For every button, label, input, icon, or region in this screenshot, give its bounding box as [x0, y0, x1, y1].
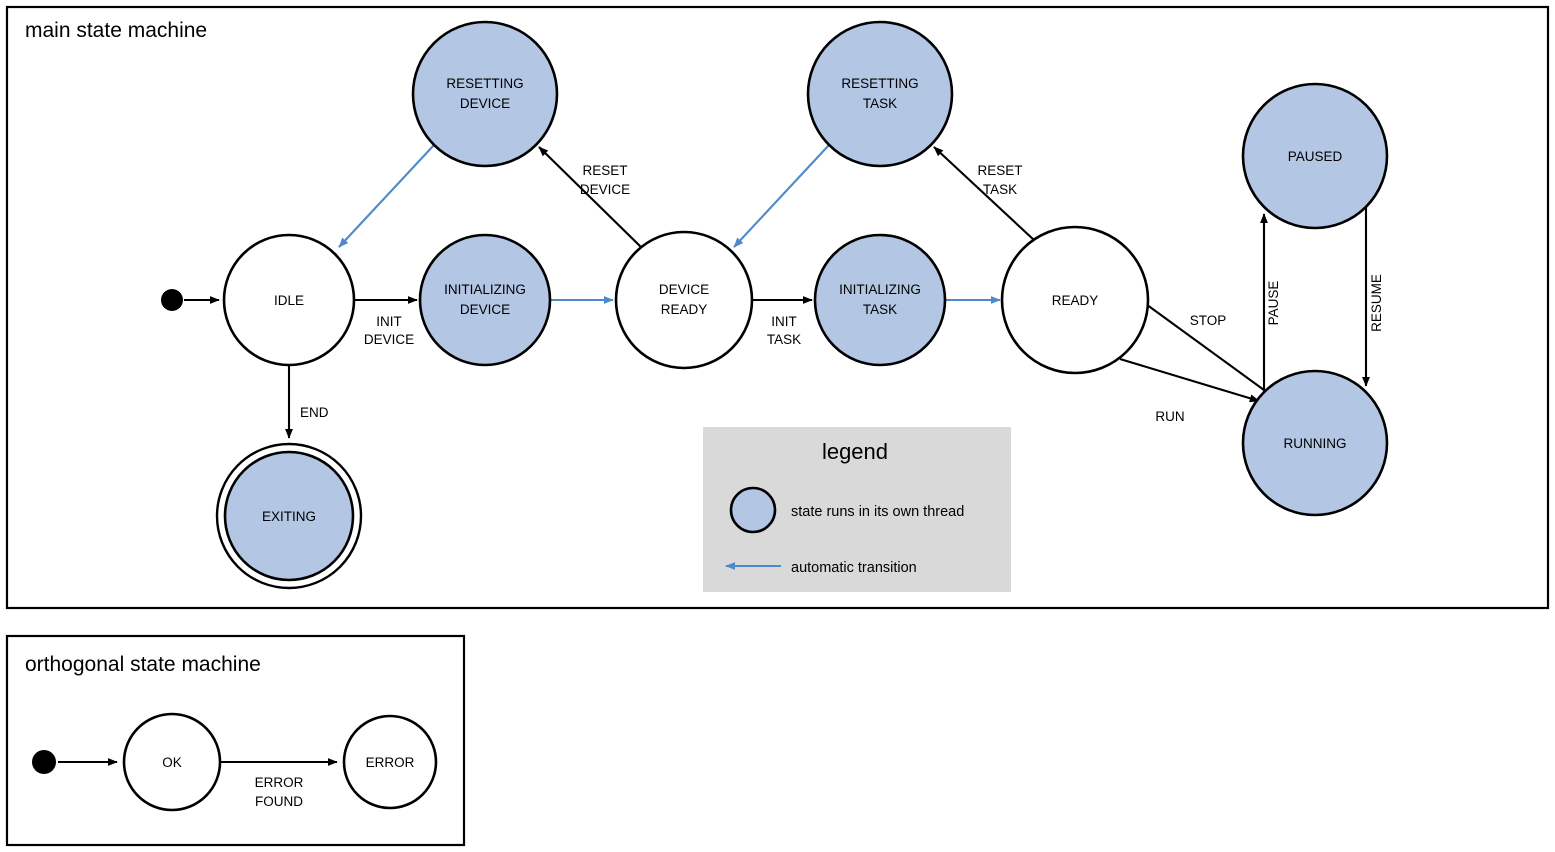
legend-thread-label: state runs in its own thread [791, 504, 964, 520]
state-running-label: RUNNING [1284, 436, 1347, 451]
edge-run [1119, 357, 1260, 403]
state-running[interactable]: RUNNING [1241, 369, 1389, 517]
state-initializing-device[interactable]: INITIALIZING DEVICE [418, 233, 552, 367]
state-idle-label: IDLE [274, 293, 304, 308]
state-initializing-device-label-line2: DEVICE [460, 302, 510, 317]
edge-label-run: RUN [1155, 409, 1184, 424]
main-initial-pseudostate [161, 289, 183, 311]
edge-label-reset-device-line1: RESET [582, 163, 627, 178]
state-resetting-device[interactable]: RESETTING DEVICE [411, 20, 559, 168]
state-paused[interactable]: PAUSED [1241, 82, 1389, 230]
state-ok[interactable]: OK [122, 712, 222, 812]
orthogonal-initial-pseudostate [32, 750, 56, 774]
edge-label-reset-task-line2: TASK [983, 182, 1017, 197]
edge-label-init-task-line1: INIT [771, 314, 797, 329]
legend: legend state runs in its own thread auto… [703, 427, 1011, 592]
edge-label-error-found-line1: ERROR [255, 775, 304, 790]
orthogonal-frame-title: orthogonal state machine [25, 653, 261, 676]
main-frame-title: main state machine [25, 19, 207, 42]
state-resetting-task-label-line2: TASK [863, 96, 897, 111]
edge-label-init-device-line2: DEVICE [364, 332, 414, 347]
state-initializing-device-label-line1: INITIALIZING [444, 282, 526, 297]
legend-title: legend [822, 439, 888, 464]
state-error-label: ERROR [366, 755, 415, 770]
state-device-ready-label-line1: DEVICE [659, 282, 709, 297]
state-resetting-device-label-line1: RESETTING [446, 76, 523, 91]
state-resetting-task-label-line1: RESETTING [841, 76, 918, 91]
state-paused-label: PAUSED [1288, 149, 1343, 164]
edge-label-reset-device-line2: DEVICE [580, 182, 630, 197]
state-idle[interactable]: IDLE [222, 233, 356, 367]
state-ready[interactable]: READY [1000, 225, 1150, 375]
state-initializing-task-label-line2: TASK [863, 302, 897, 317]
legend-auto-label: automatic transition [791, 560, 917, 576]
edge-label-pause: PAUSE [1266, 281, 1281, 326]
edge-label-init-task-line2: TASK [767, 332, 801, 347]
state-ok-label: OK [162, 755, 182, 770]
state-exiting-label: EXITING [262, 509, 316, 524]
state-device-ready[interactable]: DEVICE READY [614, 230, 754, 370]
edge-label-stop: STOP [1190, 313, 1227, 328]
edge-label-end: END [300, 405, 329, 420]
state-resetting-device-label-line2: DEVICE [460, 96, 510, 111]
state-exiting[interactable]: EXITING [215, 442, 363, 590]
edge-label-init-device-line1: INIT [376, 314, 402, 329]
state-device-ready-label-line2: READY [661, 302, 708, 317]
edge-auto-reset-task [733, 144, 830, 248]
edge-label-error-found-line2: FOUND [255, 794, 303, 809]
state-resetting-task[interactable]: RESETTING TASK [806, 20, 954, 168]
edge-label-reset-task-line1: RESET [977, 163, 1022, 178]
legend-thread-swatch-icon [729, 486, 777, 534]
edge-stop [1138, 298, 1265, 391]
state-initializing-task-label-line1: INITIALIZING [839, 282, 921, 297]
edge-auto-reset-device [338, 144, 435, 248]
state-ready-label: READY [1052, 293, 1099, 308]
edge-reset-device [538, 146, 642, 248]
state-error[interactable]: ERROR [342, 714, 438, 810]
edge-reset-task [933, 146, 1035, 241]
state-initializing-task[interactable]: INITIALIZING TASK [813, 233, 947, 367]
edge-label-resume: RESUME [1369, 274, 1384, 332]
